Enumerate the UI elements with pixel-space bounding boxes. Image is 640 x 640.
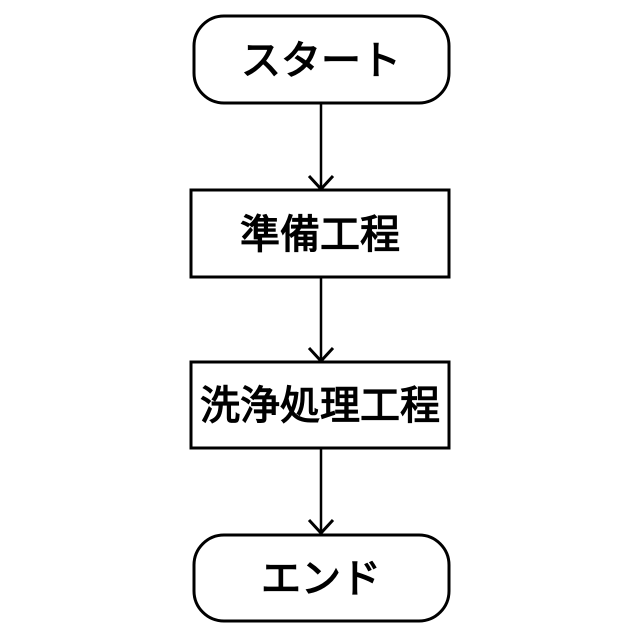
flowchart-node-cleaning: 洗浄処理工程 <box>189 360 451 450</box>
flowchart-node-start: スタート <box>192 14 451 105</box>
terminator-shape <box>192 14 451 105</box>
process-shape <box>189 360 451 450</box>
arrowhead-down-icon <box>307 518 335 536</box>
process-shape <box>189 188 451 279</box>
connector-cleaning-to-end <box>307 448 335 536</box>
terminator-shape <box>192 533 451 623</box>
node-label-end: エンド <box>261 557 381 601</box>
node-label-start: スタート <box>241 39 401 83</box>
flowchart-node-preparation: 準備工程 <box>189 188 451 279</box>
node-label-preparation: 準備工程 <box>240 213 400 257</box>
connector-preparation-to-cleaning <box>307 277 335 364</box>
flowchart-node-end: エンド <box>192 533 451 623</box>
connector-start-to-preparation <box>307 103 335 192</box>
node-label-cleaning: 洗浄処理工程 <box>200 384 440 428</box>
